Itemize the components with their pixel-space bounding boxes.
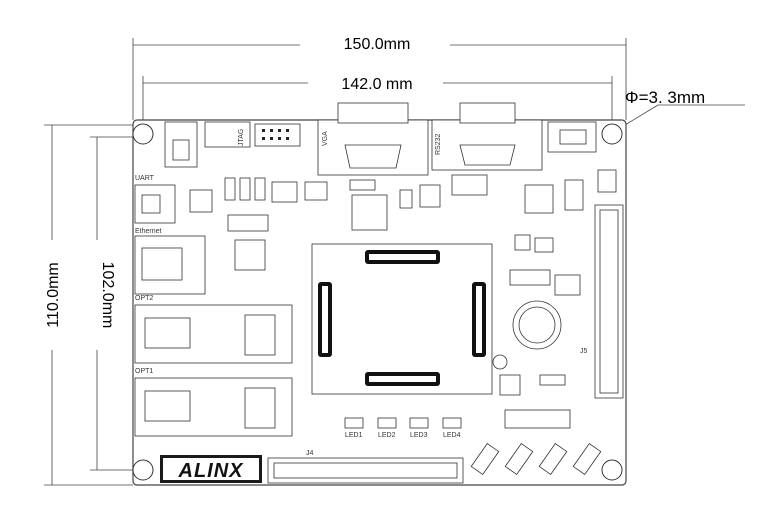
uart-usb-port <box>134 184 176 224</box>
mounting-hole-bottom-left <box>132 459 154 481</box>
rtc-battery <box>512 300 562 350</box>
led3-label: LED3 <box>410 432 428 439</box>
j5-header: J5 <box>580 204 624 399</box>
alinx-logo: ALINX <box>160 455 262 483</box>
sfp-cage-opt2 <box>134 304 293 364</box>
dim-hole-spacing-y: 102.0mm <box>86 136 140 471</box>
mounting-hole-top-right <box>601 123 623 145</box>
dim-board-height: 110.0mm <box>40 124 133 486</box>
core-board-socket <box>311 243 493 395</box>
usb-connector <box>547 121 597 153</box>
user-buttons <box>470 442 602 476</box>
board-height-label: 110.0mm <box>45 262 62 328</box>
opt1-label: OPT1 <box>135 368 153 375</box>
pin-header-top <box>254 123 301 147</box>
ethernet-port <box>134 235 206 295</box>
ethernet-label: Ethernet <box>135 228 162 235</box>
hole-diameter-label: Φ=3. 3mm <box>625 88 705 107</box>
chip-cluster-left <box>189 169 617 271</box>
sfp-cage-opt1 <box>134 377 293 437</box>
rs232-connector: RS232 <box>431 102 543 171</box>
jtag-header: JTAG <box>204 121 251 148</box>
mounting-hole-top-left <box>132 123 154 145</box>
jtag-label: JTAG <box>238 129 245 146</box>
rs232-label: RS232 <box>435 133 442 155</box>
power-jack <box>164 121 198 168</box>
chip-cluster-right <box>492 234 581 429</box>
user-leds: LED1 LED2 LED3 LED4 <box>344 417 462 439</box>
j4-header: J4 <box>267 450 464 484</box>
dim-board-width: 150.0mm <box>132 32 627 120</box>
logo-text: ALINX <box>178 460 245 482</box>
j4-label: J4 <box>306 450 314 457</box>
led1-label: LED1 <box>345 432 363 439</box>
vga-label: VGA <box>322 131 329 146</box>
opt2-label: OPT2 <box>135 295 153 302</box>
j5-label: J5 <box>580 348 588 355</box>
board-width-label: 150.0mm <box>344 36 411 53</box>
dim-hole-spacing-x: 142.0 mm <box>142 70 613 128</box>
dim-hole-diameter: Φ=3. 3mm <box>619 88 745 129</box>
led4-label: LED4 <box>443 432 461 439</box>
mounting-hole-bottom-right <box>601 459 623 481</box>
hole-spacing-x-label: 142.0 mm <box>341 76 412 93</box>
uart-label: UART <box>135 175 155 182</box>
hole-spacing-y-label: 102.0mm <box>99 262 116 329</box>
led2-label: LED2 <box>378 432 396 439</box>
vga-connector: VGA <box>317 102 429 176</box>
